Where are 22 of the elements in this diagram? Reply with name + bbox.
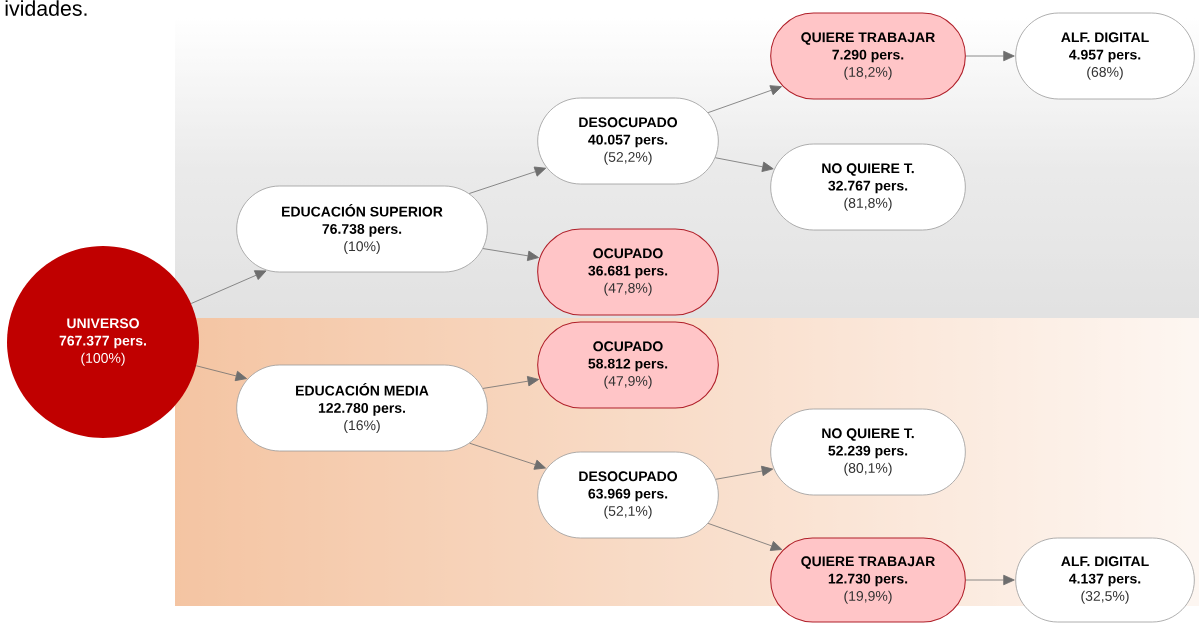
rounded-box: ALF. DIGITAL 4.137 pers. (32,5%) [1015, 537, 1195, 623]
arrow [965, 574, 1015, 586]
arrow [707, 523, 783, 551]
rounded-box: ALF. DIGITAL 4.957 pers. (68%) [1015, 12, 1195, 100]
cropped-text: ividades. [5, 0, 87, 16]
arrow [482, 248, 539, 261]
rounded-box: NO QUIERE T. 32.767 pers. (81,8%) [770, 143, 966, 231]
rounded-box: EDUCACIÓN SUPERIOR 76.738 pers. (10%) [236, 185, 488, 273]
arrow [715, 157, 774, 172]
arrow [195, 365, 247, 382]
rounded-box: QUIERE TRABAJAR 12.730 pers. (19,9%) [770, 537, 966, 623]
circle-node: UNIVERSO 767.377 pers. (100%) [7, 246, 199, 438]
arrow [468, 166, 547, 194]
arrow [965, 50, 1015, 62]
arrow [715, 465, 774, 480]
arrow [469, 442, 546, 470]
rounded-box: EDUCACIÓN MEDIA 122.780 pers. (16%) [236, 364, 488, 452]
rounded-box: QUIERE TRABAJAR 7.290 pers. (18,2%) [770, 12, 966, 100]
arrow [190, 270, 267, 304]
rounded-box: NO QUIERE T. 52.239 pers. (80,1%) [770, 408, 966, 496]
arrow [482, 376, 539, 389]
arrow [707, 85, 782, 114]
